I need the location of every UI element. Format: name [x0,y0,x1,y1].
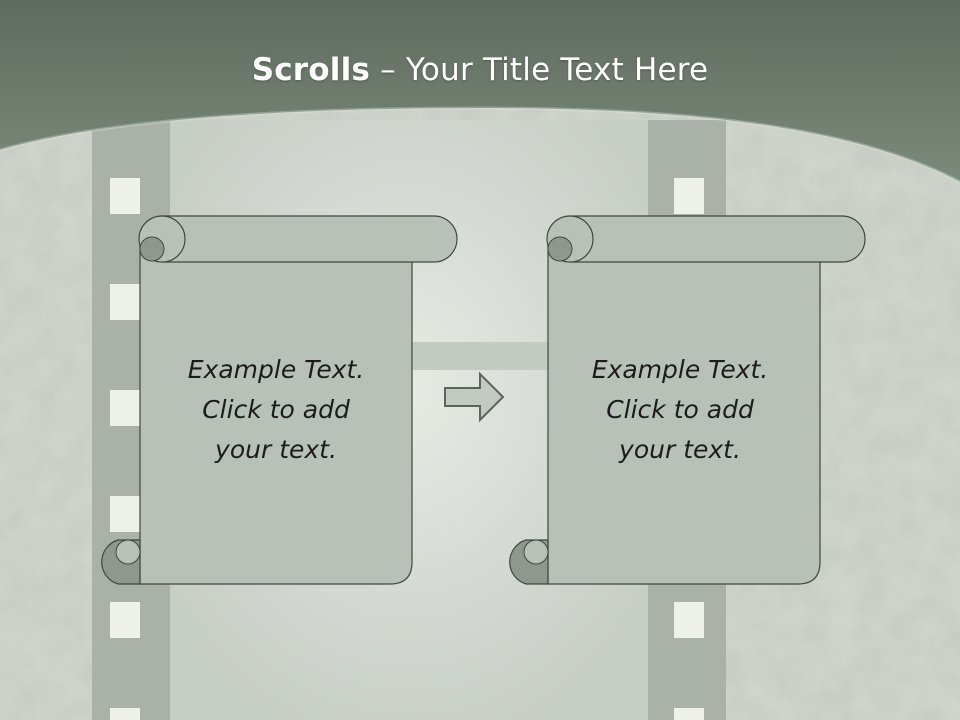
scroll-left[interactable] [101,215,458,585]
scroll-right[interactable] [509,215,866,585]
title-rest: Your Title Text Here [405,52,709,88]
right-arrow-outline-icon [444,371,505,423]
title-separator: – [370,52,406,88]
slide-title[interactable]: Scrolls – Your Title Text Here [0,52,960,88]
scroll-text-left[interactable]: Example Text. Click to add your text. [187,355,365,464]
header-band [0,0,960,182]
title-bold: Scrolls [251,52,371,88]
scroll-text-right[interactable]: Example Text. Click to add your text. [591,355,769,464]
